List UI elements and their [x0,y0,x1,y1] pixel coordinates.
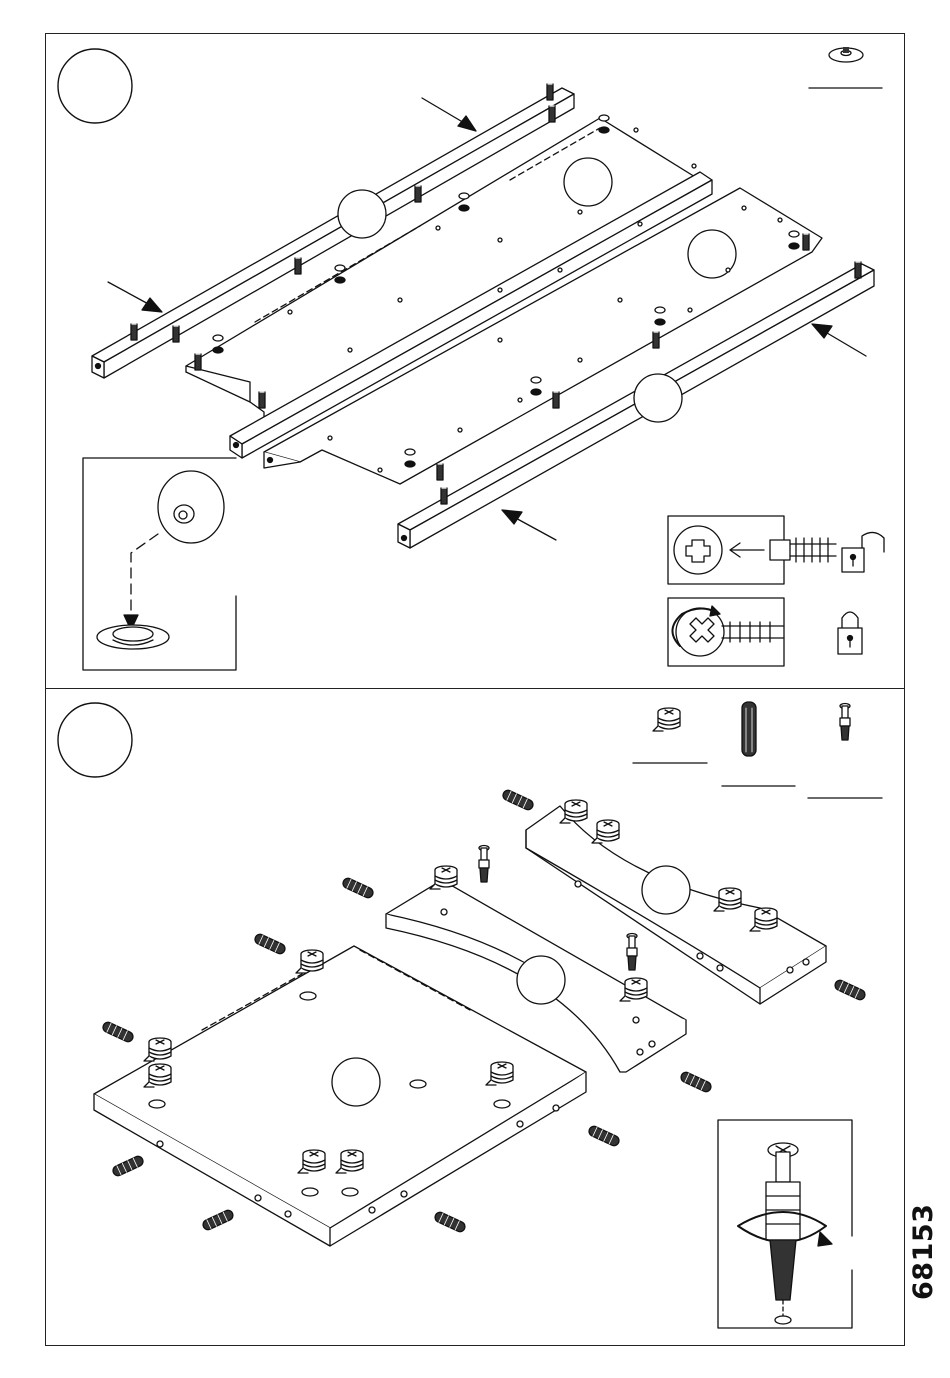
part-callout-circle [642,866,690,914]
lock-icon [838,612,862,654]
part-callout-circle [332,1058,380,1106]
lock-unlock-diagram [668,516,884,666]
unlock-icon [842,532,884,572]
inset-bolt-tightening-detail [718,1120,852,1328]
part-callout-circle [564,158,612,206]
step-number-circle-2 [58,703,132,777]
fittings-legend [633,702,882,798]
inset-cam-disc-detail [83,458,236,670]
cam-disc-icon [829,47,863,62]
part-callout-circle [517,956,565,1004]
part-callout-circle [634,374,682,422]
wooden-dowel-icon [742,702,756,756]
step-number-circle-1 [58,49,132,123]
document-code: 68153 [908,1260,928,1300]
part-callout-circle [338,190,386,238]
